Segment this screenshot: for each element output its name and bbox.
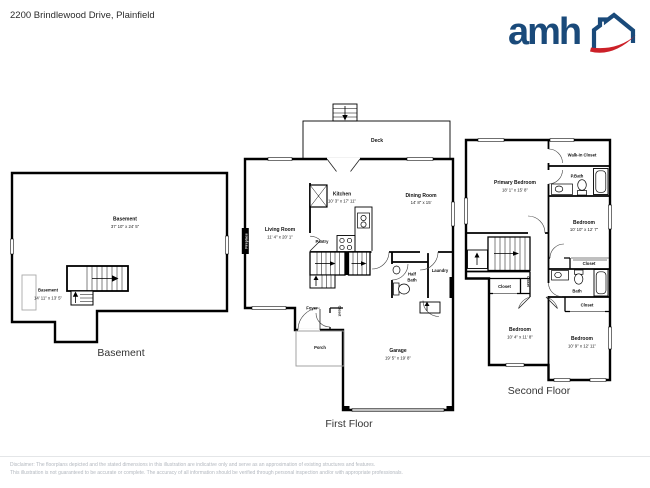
room-dims: 10' 3" x 17' 11": [328, 199, 356, 204]
window: [549, 138, 575, 142]
fireplace-label: Fireplace: [244, 233, 248, 248]
kitchen-counter: [336, 206, 373, 253]
room-label: Closet: [583, 261, 596, 266]
window: [589, 378, 607, 382]
room-label: Half: [408, 272, 417, 277]
disclaimer: Disclaimer: The floorplans depicted and …: [0, 456, 650, 477]
room-label: P.Bath: [571, 174, 584, 179]
room-label: Porch: [314, 345, 326, 350]
amh-logo: amh: [508, 11, 636, 53]
utility-box: [21, 274, 37, 311]
room-label: Bath: [407, 278, 417, 283]
room-dims: 10' 9" x 12' 11": [568, 344, 596, 349]
deck: Deck: [302, 103, 451, 160]
window: [451, 201, 455, 227]
house-icon: [591, 12, 636, 48]
fireplace: [241, 228, 249, 254]
room-label: Foyer: [306, 306, 318, 311]
floor-caption: Basement: [97, 347, 144, 359]
room-dims: 10' 10" x 12' 7": [570, 227, 599, 232]
room-dims: 14' 8" x 15': [411, 200, 432, 205]
room-dims: 14' 11" x 13' 5": [34, 296, 62, 301]
room-label: Basement: [38, 288, 59, 293]
room-dims: 19' 5" x 19' 8": [385, 356, 411, 361]
room-label: Bedroom: [509, 327, 532, 333]
basement-stairs: [66, 265, 129, 306]
window: [225, 235, 229, 255]
room-label: Kitchen: [333, 192, 351, 198]
room-label: Closet: [498, 284, 511, 289]
logo-swoosh: [590, 35, 636, 53]
window: [553, 378, 571, 382]
window: [608, 204, 612, 230]
room-label: Deck: [371, 138, 383, 144]
basement-plan: Basement 37' 10" x 24' 5" Basement 14' 1…: [10, 171, 229, 359]
primary-bath-fixtures: [551, 168, 609, 196]
disclaimer-line-2: This illustration is not guaranteed to b…: [10, 470, 403, 476]
floor-caption: Second Floor: [508, 385, 571, 397]
room-label: Laundry: [432, 268, 449, 273]
room-label: Bedroom: [571, 336, 594, 342]
first-floor-plan: Deck Fireplace: [241, 103, 455, 430]
window: [608, 326, 612, 350]
room-label: Closet: [581, 303, 594, 308]
half-bath-fixtures: [392, 265, 410, 296]
window: [251, 306, 287, 310]
room-label: Garage: [389, 348, 406, 354]
second-floor-stairs: [467, 236, 531, 272]
room-label: Dining Room: [405, 193, 437, 199]
room-dims: 37' 10" x 24' 5": [111, 224, 140, 229]
room-label: Primary Bedroom: [494, 180, 537, 186]
window: [406, 157, 434, 161]
property-address: 2200 Brindlewood Drive, Plainfield: [10, 10, 155, 21]
room-label: Basement: [113, 217, 137, 223]
room-dims: 18' 1" x 15' 8": [502, 188, 528, 193]
room-label: Walk-In Closet: [568, 153, 597, 158]
first-floor-stairs: [309, 251, 371, 289]
window: [477, 138, 505, 142]
room-dims: 10' 4" x 11' 8": [507, 335, 533, 340]
window: [10, 238, 14, 255]
room-label: Pantry: [315, 239, 329, 244]
garage-door: [343, 406, 453, 412]
second-floor-plan: Walk-In Closet P.Bath Primary Bedroom 18…: [464, 138, 612, 397]
room-label: Living Room: [265, 227, 296, 233]
room-label: Closet: [338, 306, 342, 318]
refrigerator: [309, 184, 328, 208]
window: [505, 363, 525, 367]
disclaimer-line-1: Disclaimer: The floorplans depicted and …: [10, 462, 376, 468]
window: [464, 197, 468, 225]
window: [267, 157, 293, 161]
room-dims: 11' 4" x 20' 1": [267, 235, 293, 240]
room-label: Closet: [526, 276, 530, 288]
bath-fixtures: [551, 269, 609, 297]
logo-text: amh: [508, 11, 580, 53]
room-label: Bedroom: [573, 220, 596, 226]
floor-caption: First Floor: [325, 418, 373, 430]
porch-outline: [295, 330, 345, 367]
room-label: Bath: [572, 289, 582, 294]
